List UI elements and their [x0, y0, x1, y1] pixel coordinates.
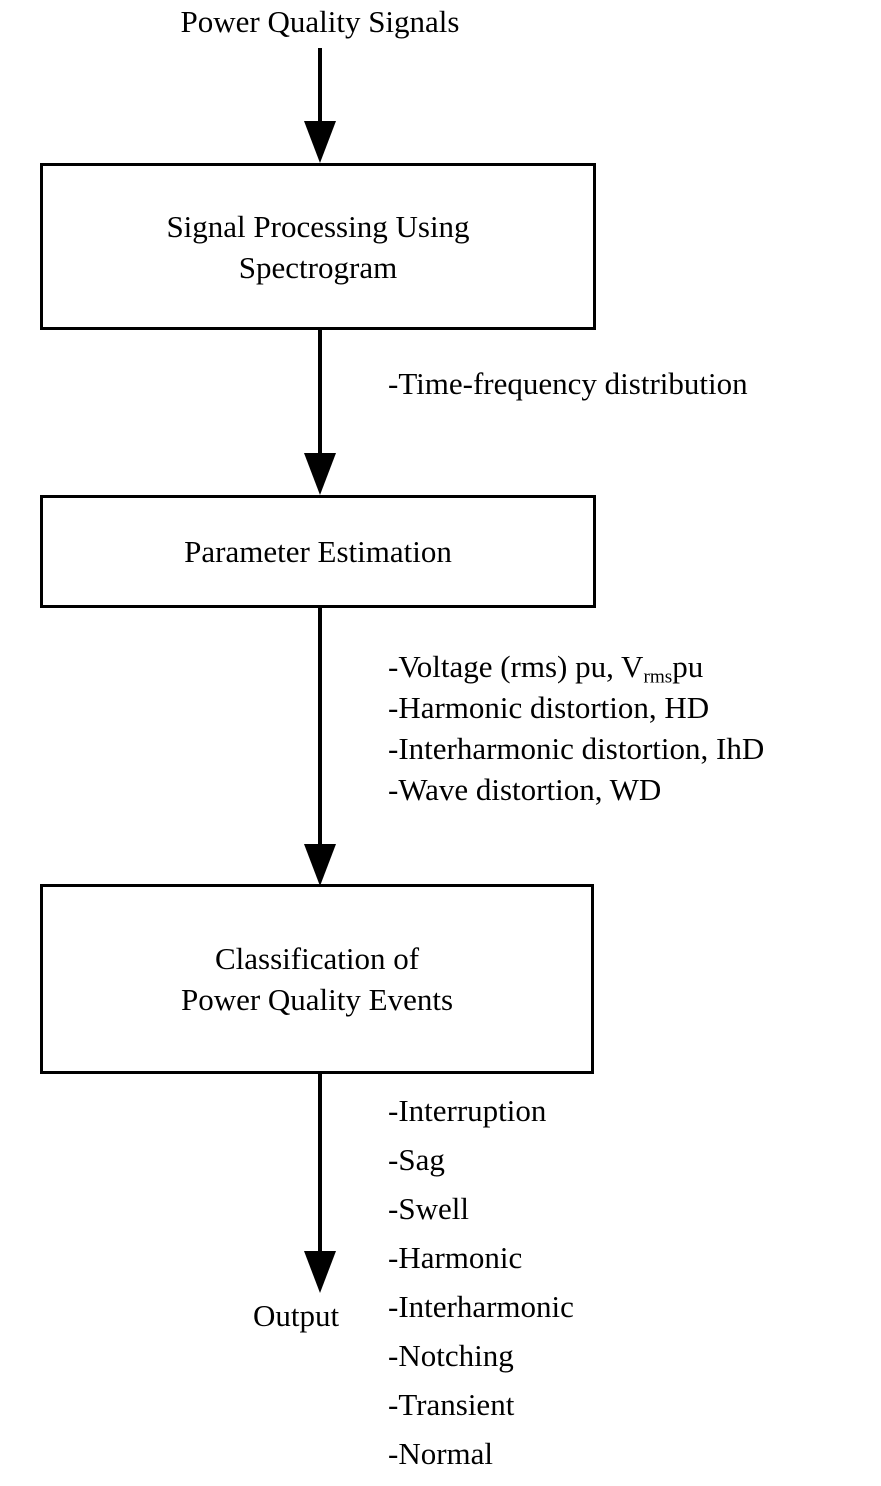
- arrowhead-icon: [304, 121, 336, 163]
- event-list-item: -Interruption: [388, 1093, 547, 1128]
- event-list-item: -Sag: [388, 1142, 445, 1177]
- arrow-input-to-signal-processing: [304, 48, 336, 163]
- classification-event-list: -Interruption -Sag -Swell -Harmonic -Interha…: [388, 1086, 574, 1478]
- arrowhead-icon: [304, 1251, 336, 1293]
- event-list-item: -Harmonic: [388, 1240, 523, 1275]
- arrowhead-icon: [304, 453, 336, 495]
- arrow-classification-to-output: [304, 1074, 336, 1293]
- arrow-stem: [318, 608, 322, 844]
- arrow-stem: [318, 1074, 322, 1251]
- parameter-list-item: -Harmonic distortion, HD: [388, 690, 710, 725]
- edge-label-time-frequency-distribution: -Time-frequency distribution: [388, 366, 748, 401]
- event-list-item: -Transient: [388, 1387, 515, 1422]
- arrowhead-icon: [304, 844, 336, 886]
- parameter-estimation-output-list: -Voltage (rms) pu, Vrmspu-Harmonic disto…: [388, 646, 764, 810]
- arrow-parameter-estimation-to-classification: [304, 608, 336, 886]
- event-list-item: -Swell: [388, 1191, 469, 1226]
- process-box-classification[interactable]: Classification of Power Quality Events: [40, 884, 594, 1074]
- parameter-list-item: -Voltage (rms) pu, Vrmspu: [388, 649, 704, 688]
- process-box-signal-processing[interactable]: Signal Processing Using Spectrogram: [40, 163, 596, 330]
- arrow-signal-processing-to-parameter-estimation: [304, 330, 336, 495]
- event-list-item: -Interharmonic: [388, 1289, 574, 1324]
- parameter-list-item: -Wave distortion, WD: [388, 772, 662, 807]
- process-box-label: Parameter Estimation: [184, 534, 452, 569]
- event-list-item: -Notching: [388, 1338, 514, 1373]
- process-box-label: Signal Processing Using Spectrogram: [166, 208, 470, 285]
- output-label: Output: [253, 1298, 340, 1333]
- arrow-stem: [318, 330, 322, 453]
- arrow-stem: [318, 48, 322, 121]
- process-box-parameter-estimation[interactable]: Parameter Estimation: [40, 495, 596, 608]
- parameter-list-item: -Interharmonic distortion, IhD: [388, 731, 765, 766]
- diagram-title: Power Quality Signals: [180, 4, 460, 39]
- process-box-label: Classification of Power Quality Events: [180, 941, 454, 1017]
- event-list-item: -Normal: [388, 1436, 494, 1471]
